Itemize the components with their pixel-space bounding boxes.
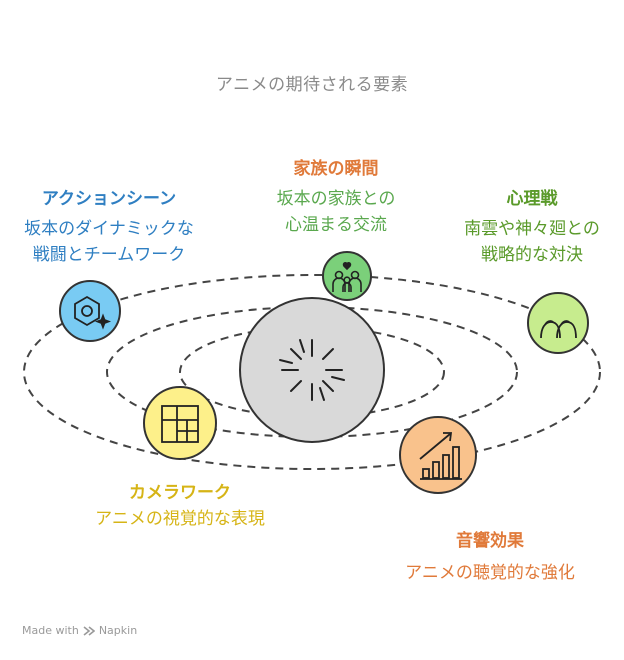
footer-text: Made with bbox=[22, 624, 79, 637]
psych-desc: 南雲や神々廻との 戦略的な対決 bbox=[464, 219, 600, 265]
orbit-outer bbox=[23, 274, 601, 470]
label-sound: 音響効果 アニメの聴覚的な強化 bbox=[370, 530, 610, 586]
node-camera[interactable] bbox=[143, 386, 217, 460]
bar-chart-icon bbox=[419, 432, 462, 480]
label-camera: カメラワーク アニメの視覚的な表現 bbox=[60, 482, 300, 532]
label-psych: 心理戦 南雲や神々廻との 戦略的な対決 bbox=[440, 188, 624, 268]
sound-desc: アニメの聴覚的な強化 bbox=[405, 563, 575, 583]
node-sound[interactable] bbox=[399, 416, 477, 494]
action-desc: 坂本のダイナミックな 戦闘とチームワーク bbox=[24, 219, 194, 265]
family-desc: 坂本の家族との 心温まる交流 bbox=[276, 189, 396, 235]
napkin-logo-icon bbox=[83, 625, 95, 636]
camera-desc: アニメの視覚的な表現 bbox=[95, 509, 265, 529]
node-psych[interactable] bbox=[527, 292, 589, 354]
family-icon bbox=[332, 261, 362, 292]
psych-title: 心理戦 bbox=[506, 189, 558, 209]
sound-title: 音響効果 bbox=[456, 531, 524, 551]
node-family[interactable] bbox=[322, 251, 372, 301]
gear-sparkle-icon bbox=[74, 295, 112, 330]
camera-title: カメラワーク bbox=[129, 483, 231, 503]
layout-grid-icon bbox=[161, 405, 199, 443]
page-title: アニメの期待される要素 bbox=[215, 75, 409, 95]
action-title: アクションシーン bbox=[41, 189, 177, 209]
family-title: 家族の瞬間 bbox=[293, 159, 379, 179]
footer-brand[interactable]: Napkin bbox=[98, 624, 138, 637]
footer: Made with Napkin bbox=[22, 624, 137, 637]
label-action: アクションシーン 坂本のダイナミックな 戦闘とチームワーク bbox=[0, 188, 218, 268]
burst-icon bbox=[279, 339, 345, 401]
center-core bbox=[239, 297, 385, 443]
heads-icon bbox=[540, 320, 577, 339]
node-action[interactable] bbox=[59, 280, 121, 342]
label-family: 家族の瞬間 坂本の家族との 心温まる交流 bbox=[236, 158, 436, 238]
